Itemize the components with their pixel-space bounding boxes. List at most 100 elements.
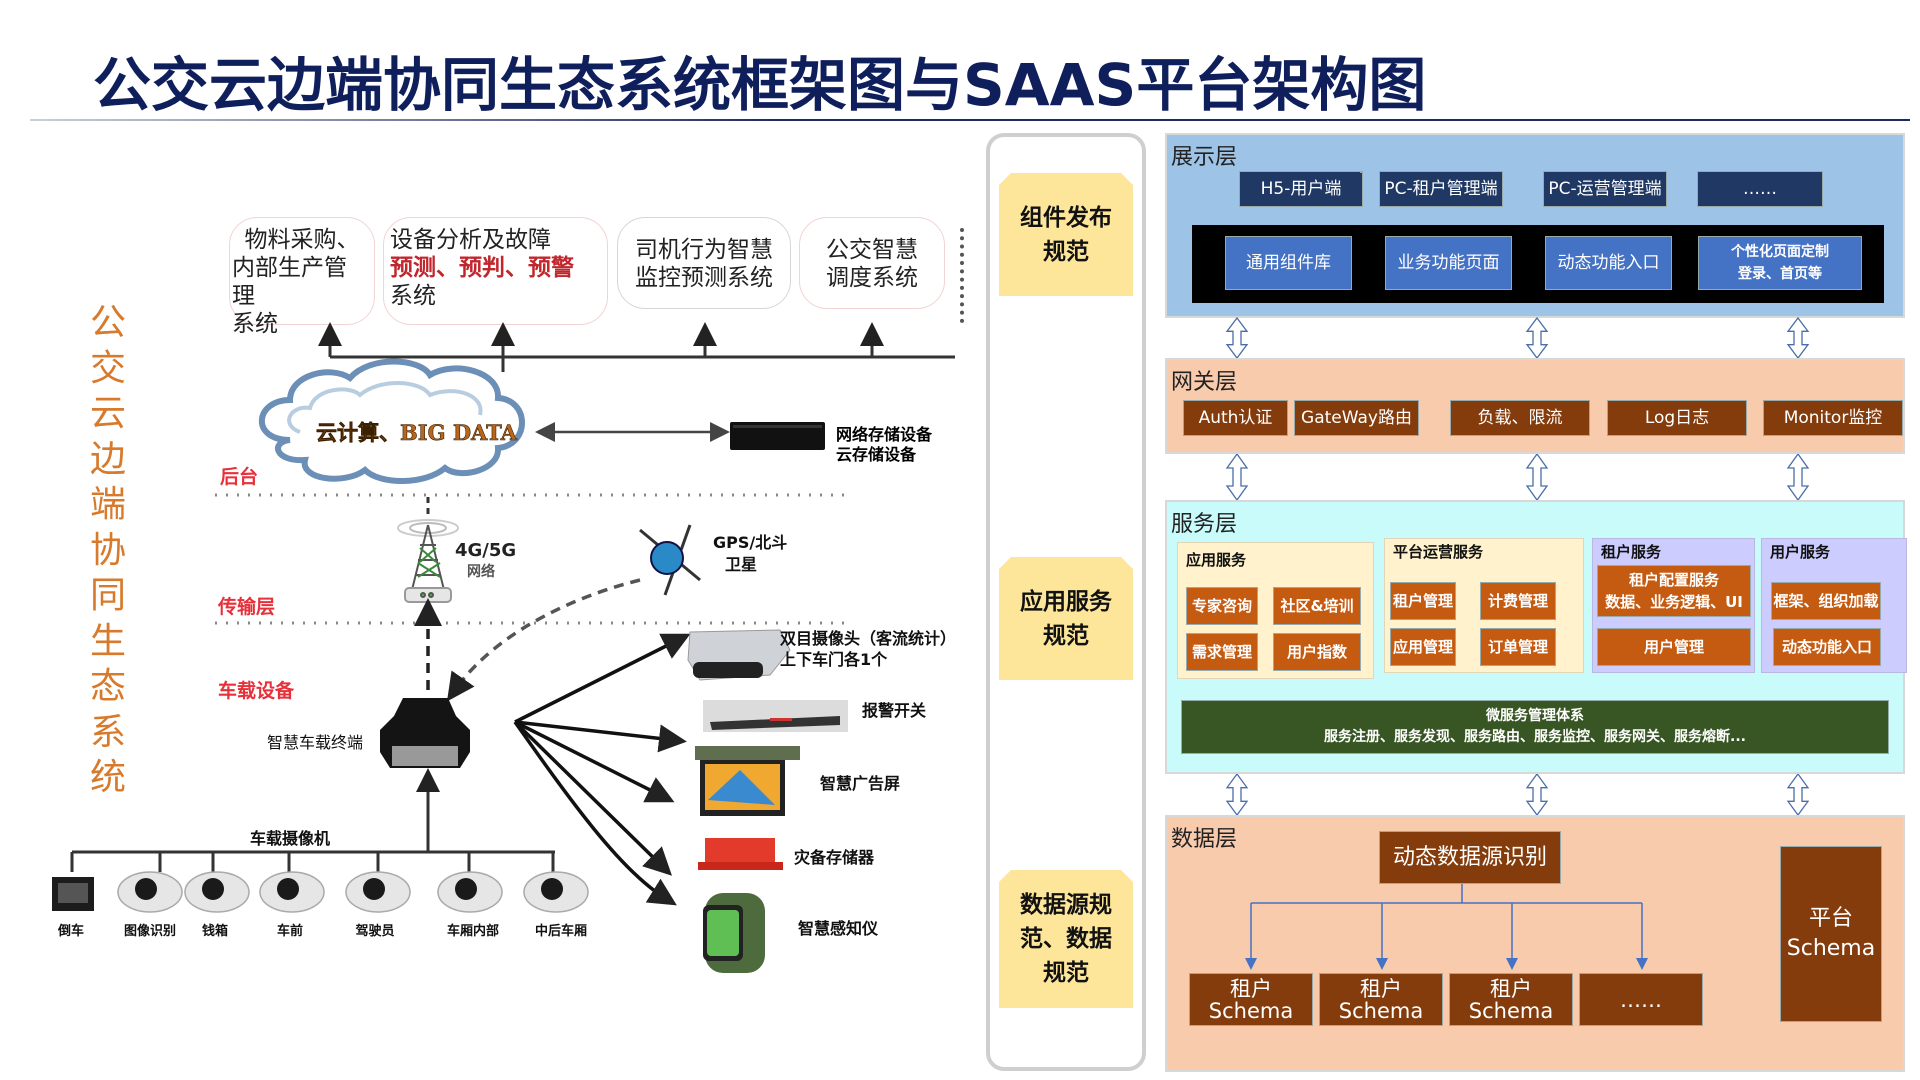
layer-label-backend: 后台 (220, 466, 259, 488)
device-fan-arrows (513, 633, 691, 906)
service-group-user: 用户服务 框架、组织加载 动态功能入口 (1761, 538, 1907, 673)
camera-bus-line (70, 768, 555, 872)
backup-storage-icon (698, 838, 783, 870)
microservice-title: 微服务管理体系 (1486, 708, 1584, 724)
double-arrow-icon (1225, 452, 1249, 502)
cell-tower-icon (397, 519, 459, 603)
vertical-title-char: 端 (89, 484, 126, 525)
component-bar: 通用组件库 业务功能页面 动态功能入口 个性化页面定制 登录、首页等 (1192, 225, 1884, 303)
presentation-layer: 展示层 H5-用户端 PC-租户管理端 PC-运营管理端 …… 通用组件库 业务… (1165, 133, 1905, 318)
platform-schema-line: 平台 (1808, 906, 1853, 931)
layer-title: 服务层 (1171, 511, 1238, 536)
service-item: 框架、组织加载 (1771, 582, 1881, 620)
tenant-schema: 租户Schema (1319, 973, 1443, 1026)
cloud-icon (258, 358, 525, 484)
spacer (1360, 171, 1362, 173)
service-group-title: 应用服务 (1186, 551, 1247, 569)
platform-schema-line: Schema (1786, 936, 1876, 961)
storage-label-line: 云存储设备 (836, 445, 917, 464)
double-arrow-icon (1225, 772, 1249, 817)
storage-device-icon (730, 422, 825, 450)
custom-page: 个性化页面定制 登录、首页等 (1698, 236, 1862, 290)
client-pc-ops: PC-运营管理端 (1543, 171, 1667, 207)
spec-text: 规范 (1043, 960, 1089, 986)
client-h5: H5-用户端 (1239, 171, 1363, 207)
camera-label: 车前 (276, 924, 303, 939)
double-arrow-icon (1525, 316, 1549, 360)
layer-label-transport: 传输层 (218, 596, 276, 618)
microservice-system: 微服务管理体系 服务注册、服务发现、服务路由、服务监控、服务网关、服务熔断... (1181, 700, 1889, 754)
vehicle-terminal-icon (380, 698, 470, 768)
vertical-title-char: 边 (89, 438, 126, 480)
storage-label-line: 网络存储设备 (836, 425, 933, 444)
system-text: 设备分析及故障 (390, 227, 551, 253)
page-title: 公交云边端协同生态系统框架图与SAAS平台架构图 (93, 51, 1427, 119)
dynamic-datasource: 动态数据源识别 (1379, 831, 1561, 884)
tenant-schema: 租户Schema (1449, 973, 1573, 1026)
camera-group-label: 车载摄像机 (250, 829, 331, 848)
double-arrow-icon (1525, 772, 1549, 817)
vertical-title-char: 云 (89, 393, 126, 434)
satellite-label: GPS/北斗 卫星 (713, 532, 787, 576)
cloud-label: 云计算、BIG DATA (316, 420, 518, 445)
gateway-layer: 网关层 Auth认证 GateWay路由 负载、限流 Log日志 Monitor… (1165, 358, 1905, 454)
spec-text: 组件发布 (1020, 204, 1112, 231)
camera-label: 倒车 (57, 924, 84, 939)
satellite-label-line: 卫星 (725, 555, 758, 574)
service-item: 租户管理 (1390, 582, 1456, 620)
service-item-line: 数据、业务逻辑、UI (1605, 593, 1743, 611)
network-label-line: 网络 (467, 564, 495, 580)
left-diagram-connectors: 云计算、BIG DATA (52, 322, 955, 973)
service-item: 专家咨询 (1186, 587, 1258, 625)
service-item-line: 租户配置服务 (1628, 571, 1719, 589)
service-item: 用户指数 (1273, 633, 1361, 671)
gateway-log: Log日志 (1607, 400, 1747, 436)
system-text: 调度系统 (826, 265, 918, 291)
camera-label: 钱箱 (201, 924, 228, 939)
terminal-label: 智慧车载终端 (267, 733, 364, 752)
device-dual-camera-label: 双目摄像头（客流统计） 上下车门各1个 (780, 628, 956, 670)
more-systems-ellipsis (960, 228, 970, 323)
spec-text: 数据源规 (1020, 892, 1112, 918)
gps-link-arrow (446, 578, 641, 702)
service-item: 动态功能入口 (1773, 628, 1881, 666)
double-arrow-icon (1225, 316, 1249, 360)
custom-page-line: 登录、首页等 (1738, 266, 1822, 282)
system-highlight-text: 预测、预判、预警 (390, 254, 574, 281)
smart-sensor-watch-icon (703, 893, 765, 973)
vertical-title-char: 系 (89, 711, 126, 753)
client-more: …… (1697, 171, 1823, 207)
layer-label-vehicle: 车载设备 (218, 680, 295, 702)
device-backup-storage-label: 灾备存储器 (794, 848, 875, 867)
spec-text: 范、数据 (1020, 926, 1112, 952)
spec-text: 规范 (1043, 622, 1089, 649)
layer-title: 数据层 (1171, 826, 1238, 851)
spec-text: 应用服务 (1020, 588, 1112, 615)
spec-text: 规范 (1043, 238, 1089, 265)
vertical-title-char: 同 (89, 575, 126, 616)
custom-page-line: 个性化页面定制 (1731, 244, 1829, 260)
business-pages: 业务功能页面 (1385, 236, 1512, 290)
double-arrow-icon (1786, 452, 1810, 502)
camera-label: 车厢内部 (446, 924, 499, 939)
device-label-line: 上下车门各1个 (780, 650, 888, 669)
service-group-title: 租户服务 (1601, 543, 1662, 561)
vertical-title-char: 态 (89, 666, 126, 707)
satellite-icon (639, 524, 701, 596)
double-arrow-icon (1786, 772, 1810, 817)
system-bus-line (318, 322, 955, 372)
tenant-schema: 租户Schema (1189, 973, 1313, 1026)
service-item: 计费管理 (1480, 582, 1556, 620)
double-arrow-icon (1786, 316, 1810, 360)
device-label-line: 双目摄像头（客流统计） (780, 629, 957, 648)
spec-column-frame (986, 133, 1146, 1071)
camera-label: 驾驶员 (355, 924, 395, 939)
platform-schema: 平台 Schema (1780, 846, 1882, 1022)
data-layer: 数据层 动态数据源识别 租户Schema 租户Schema 租户Schema …… (1165, 815, 1905, 1072)
gateway-monitor: Monitor监控 (1763, 400, 1903, 436)
service-item: 订单管理 (1480, 628, 1556, 666)
service-group-platform: 平台运营服务 租户管理 计费管理 应用管理 订单管理 (1384, 538, 1584, 673)
client-pc-tenant: PC-租户管理端 (1379, 171, 1503, 207)
vertical-title-char: 生 (89, 620, 126, 662)
system-text: 系统 (232, 311, 278, 337)
